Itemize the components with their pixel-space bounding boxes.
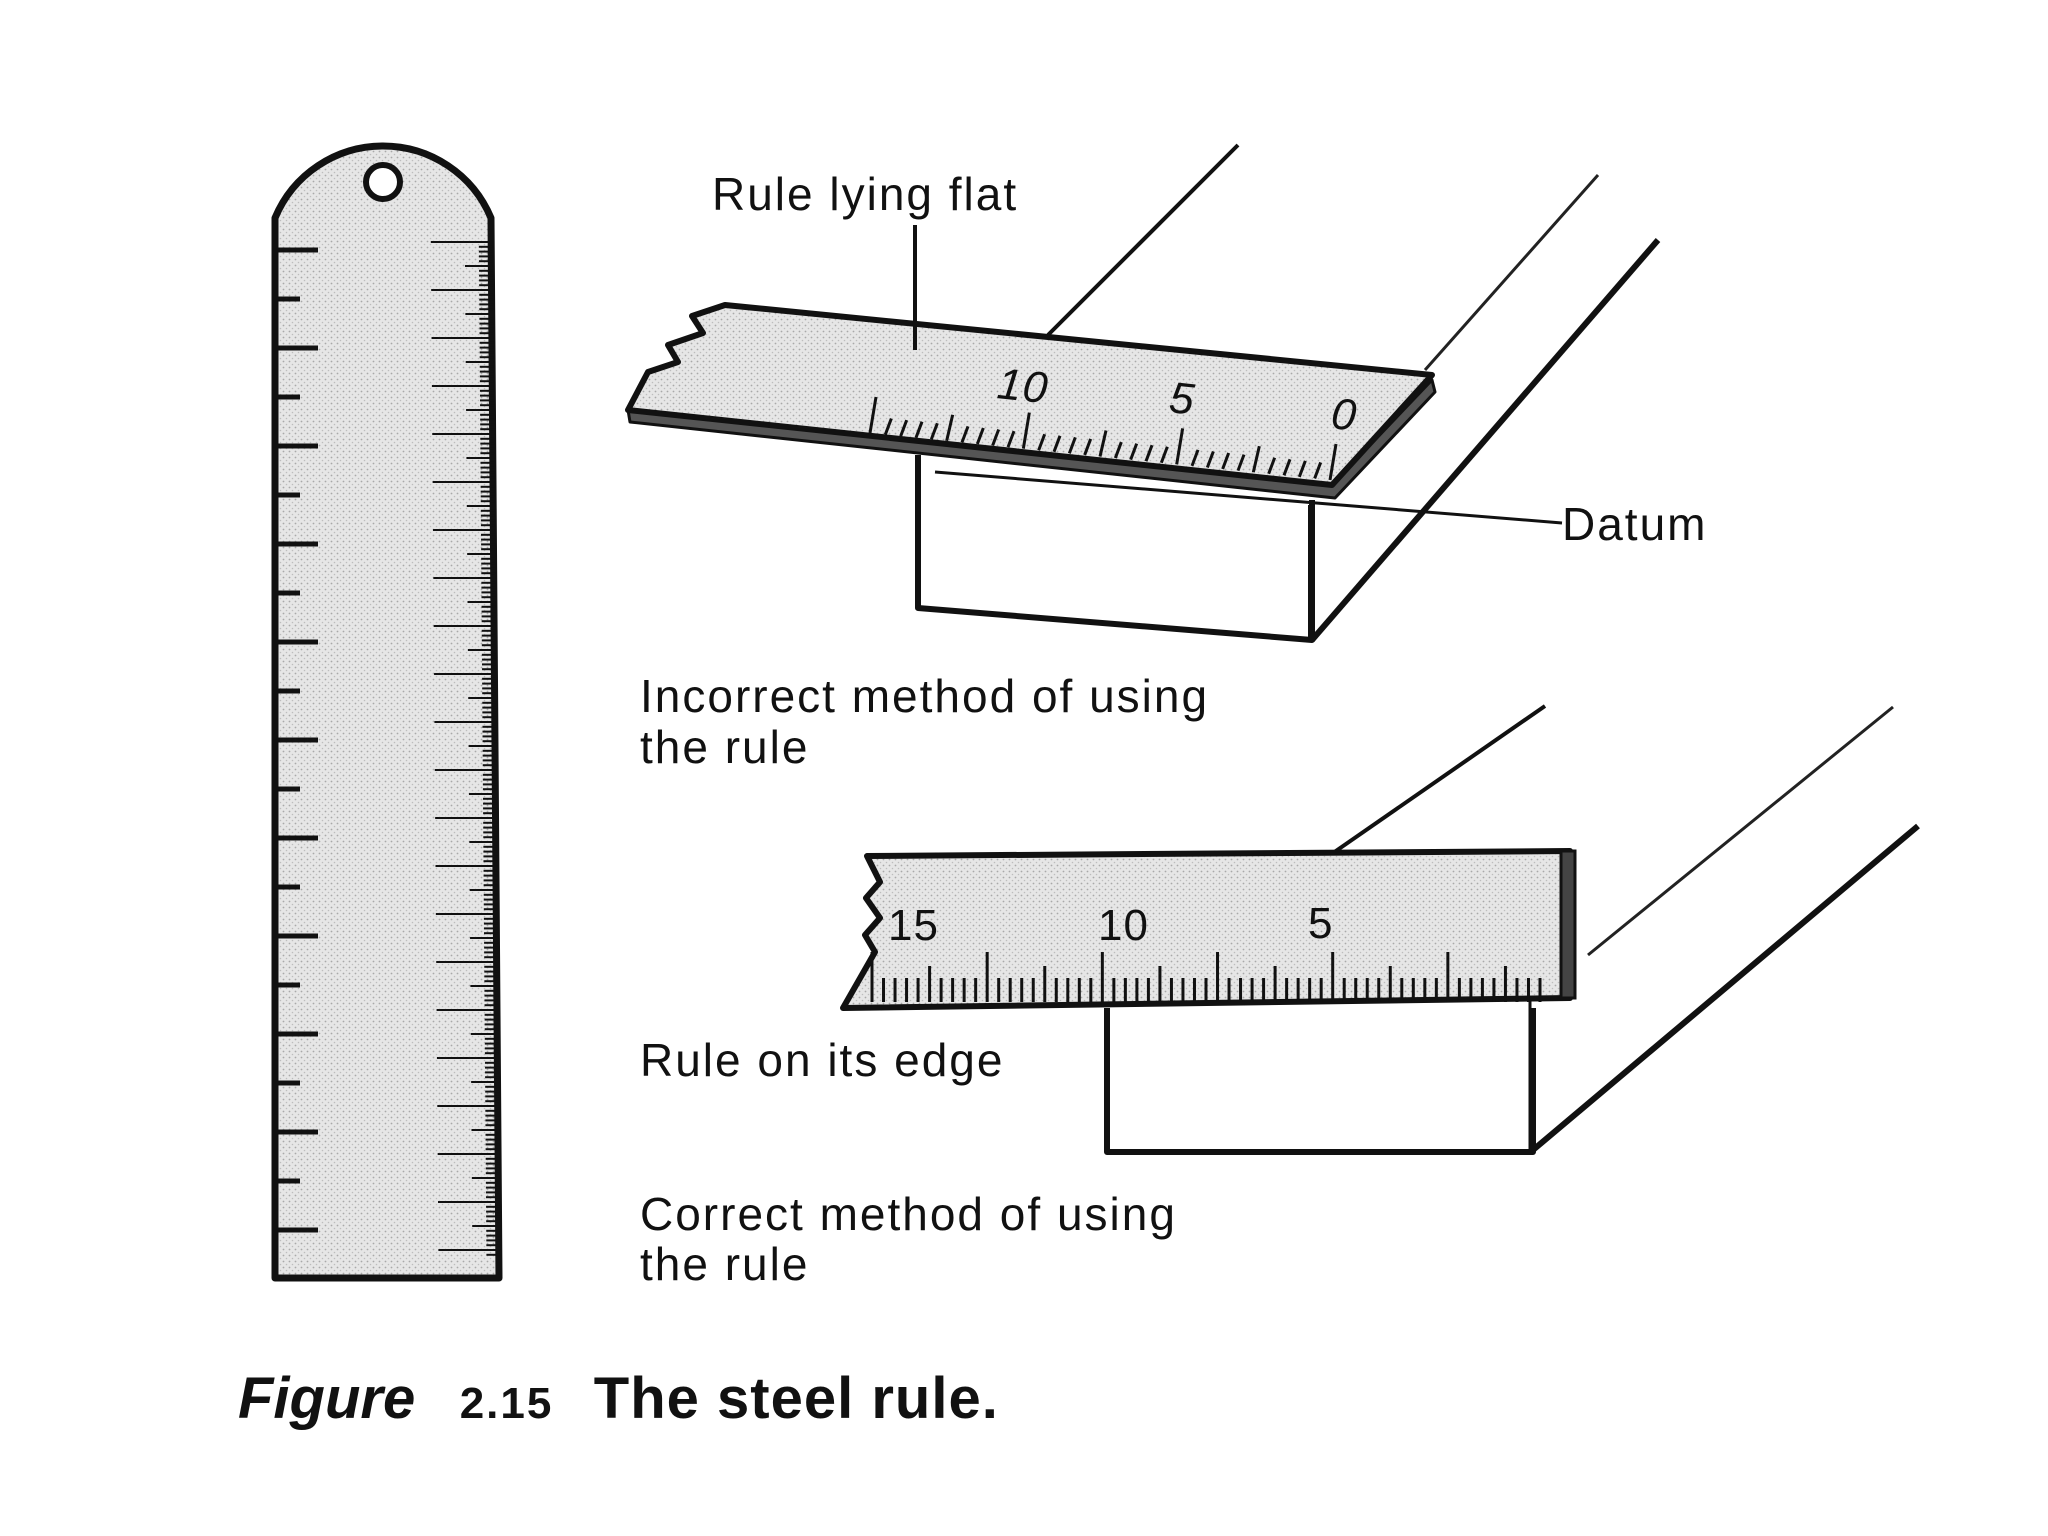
flat-rule-tick [1190,449,1200,467]
flat-rule-tick [929,422,939,440]
edge-bar-bottom-edge [1531,823,1920,1153]
label-datum: Datum [1562,498,1707,550]
flat-rule-tick [868,396,878,434]
flat-rule-tick [1067,436,1077,454]
flat-rule-tick [945,414,955,442]
flat-rule-tick [1129,443,1139,461]
flat-rule-tick [1175,428,1185,465]
label-rule-on-its-edge: Rule on its edge [640,1034,1004,1086]
label-incorrect-line1: Incorrect method of using [640,670,1209,722]
label-rule-lying-flat: Rule lying flat [712,168,1018,220]
edge-block-face [1104,1008,1536,1155]
flat-rule-tick [1006,430,1016,448]
caption-figure-number: 2.15 [460,1379,554,1428]
flat-rule-tick [883,418,893,436]
edge-scale-5: 5 [1308,899,1333,948]
vertical-steel-rule [271,142,503,1282]
flat-rule-tick [991,429,1001,447]
flat-rule-tick [960,425,970,443]
vertical-rule-right-ticks [430,241,501,1256]
flat-scale-5: 5 [1167,373,1197,424]
flat-rule-tick [1021,412,1031,449]
flat-rule-tick [914,421,924,439]
flat-rule-tick [1221,452,1231,470]
flat-bar-bottom-edge [1309,238,1661,642]
incorrect-method-illustration: 10 5 0 [625,143,1661,643]
flat-rule-tick [1113,441,1123,459]
flat-rule-tick [1236,454,1246,472]
flat-scale-0: 0 [1329,389,1359,440]
flat-bar-top-edge [1423,174,1600,371]
vertical-rule-body [271,142,503,1282]
edge-bar-top-edge [1587,705,1894,957]
flat-rule-tick [1205,450,1215,468]
flat-rule-tick [1297,460,1307,478]
label-correct-line1: Correct method of using [640,1188,1177,1240]
correct-method-illustration: 15 10 5 [840,704,1920,1155]
flat-rule-tick [975,427,985,445]
flat-rule-tick [1037,433,1047,451]
flat-rule-tick [1267,457,1277,475]
edge-bar-back-edge [1331,704,1547,855]
edge-scale-15: 15 [888,901,939,950]
label-incorrect-line2: the rule [640,721,809,773]
caption-figure-word: Figure [238,1366,415,1431]
flat-rule-tick [1083,438,1093,456]
flat-rule-tick [1313,461,1323,479]
edge-scale-10: 10 [1098,901,1149,950]
edge-rule-end-thickness [1559,849,1577,1000]
flat-rule-ticks [868,396,1338,481]
flat-rule-tick [1144,444,1154,462]
edge-rule-ticks [870,952,1542,1002]
label-correct-line2: the rule [640,1238,809,1290]
flat-rule-tick [1328,443,1338,481]
flat-rule-body [625,302,1435,488]
caption-title: The steel rule. [594,1366,999,1431]
datum-line [934,470,1563,525]
flat-rule-tick [1052,435,1062,453]
flat-rule-tick [1251,445,1261,473]
flat-rule-tick [1098,430,1108,457]
hanging-hole-icon [363,162,403,202]
flat-scale-10: 10 [995,359,1051,413]
vertical-rule-left-ticks [277,247,318,1233]
flat-rule-tick [1159,446,1169,464]
flat-bar-back-edge [1046,143,1240,337]
figure-caption: Figure 2.15 The steel rule. [238,1366,999,1431]
flat-rule-tick [899,419,909,437]
flat-rule-tick [1282,458,1292,476]
